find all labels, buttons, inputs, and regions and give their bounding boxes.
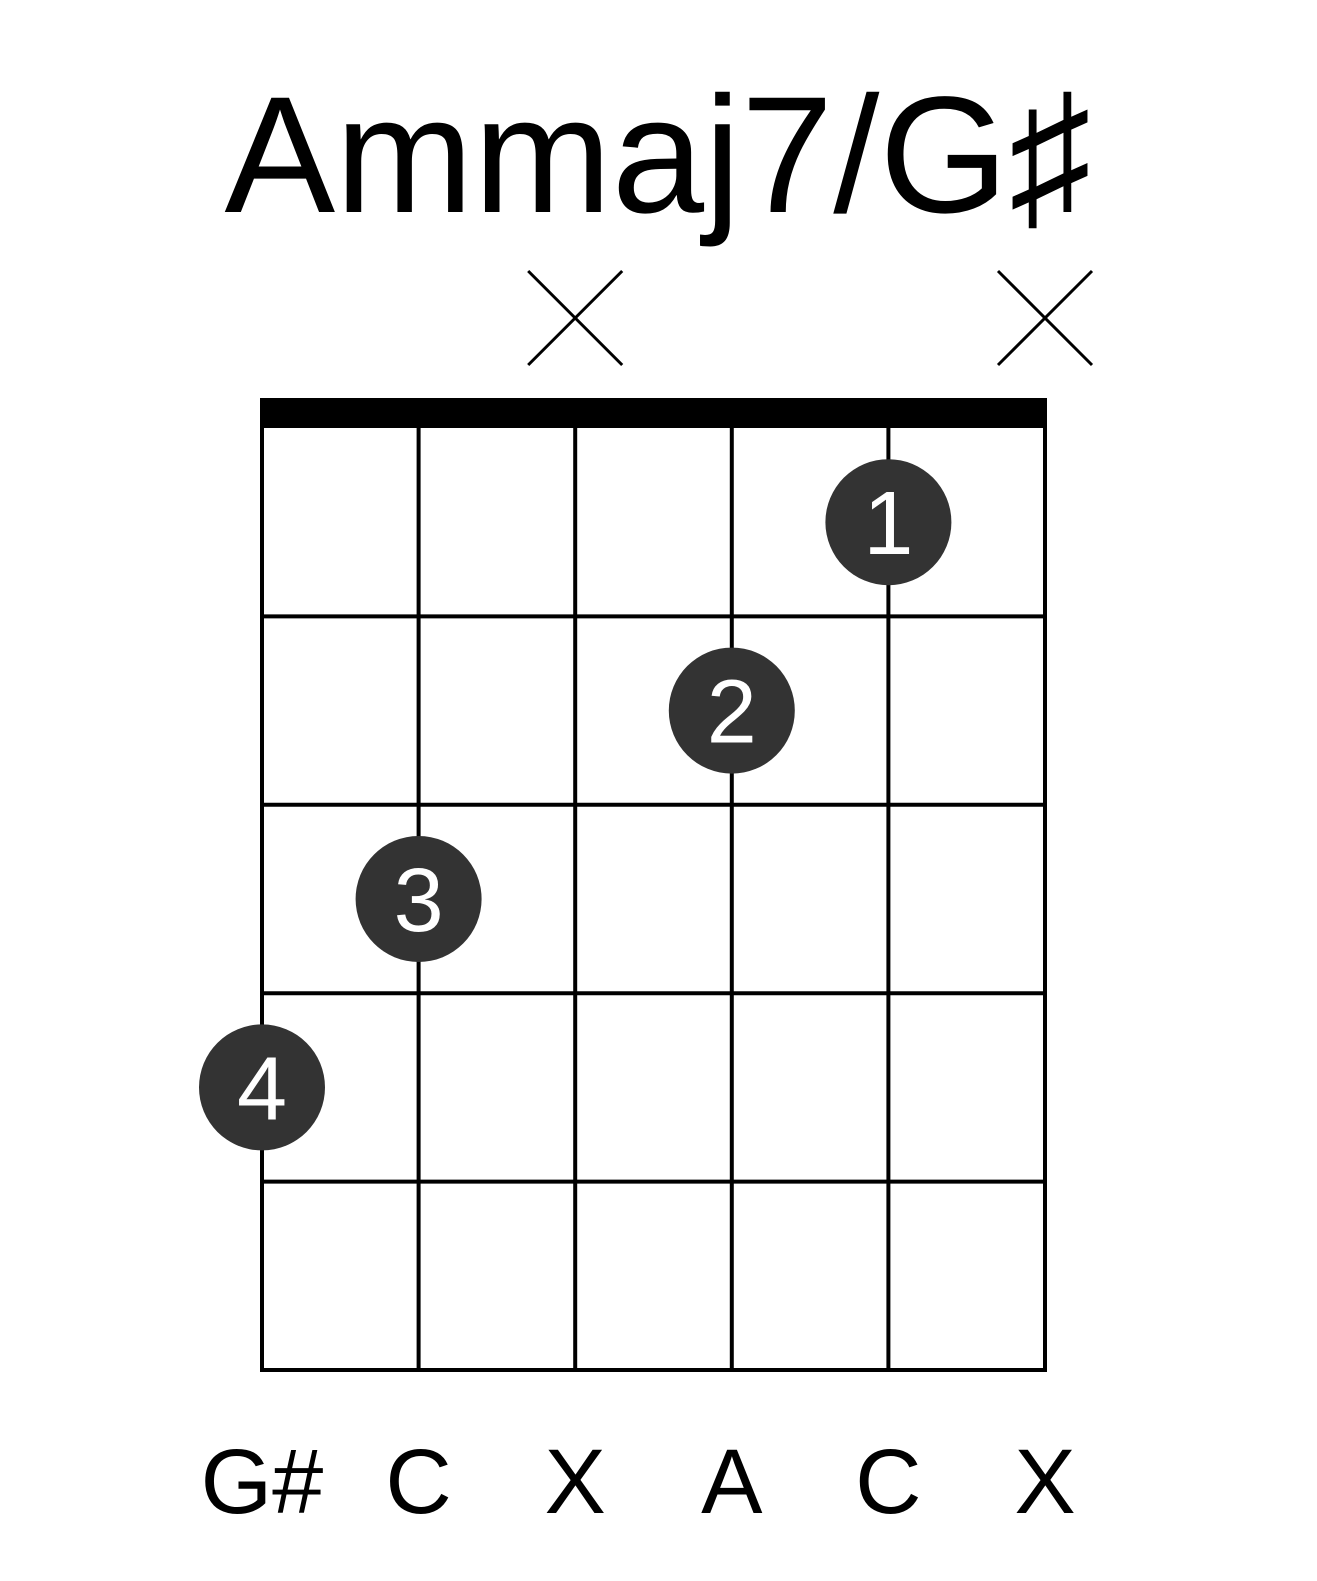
finger-dot-circle [668, 647, 795, 774]
muted-marker-stroke [996, 269, 1094, 367]
finger-dot-circle [825, 459, 952, 586]
note-label: A [701, 1431, 763, 1533]
finger-dot-circle [199, 1024, 325, 1151]
note-label: G# [201, 1431, 324, 1533]
finger-dot: 3 [355, 836, 482, 962]
note-label: C [855, 1431, 921, 1533]
note-label: X [1014, 1431, 1075, 1533]
finger-number: 1 [863, 474, 913, 574]
finger-dot-circle [355, 836, 482, 962]
note-label: C [385, 1431, 451, 1533]
finger-dot: 2 [668, 647, 795, 774]
finger-dot: 1 [825, 459, 952, 586]
muted-string-marker [527, 269, 624, 367]
note-label: X [545, 1431, 606, 1533]
finger-number: 3 [394, 851, 444, 951]
finger-number: 4 [237, 1039, 287, 1139]
muted-marker-stroke [527, 269, 624, 367]
finger-number: 2 [707, 663, 757, 763]
finger-positions: 1 2 3 4 [199, 459, 952, 1151]
chord-title: Ammaj7/G♯ [224, 63, 1091, 248]
string-markers [527, 269, 1094, 367]
muted-string-marker [996, 269, 1094, 367]
finger-dot: 4 [199, 1024, 325, 1151]
nut [260, 398, 1047, 428]
